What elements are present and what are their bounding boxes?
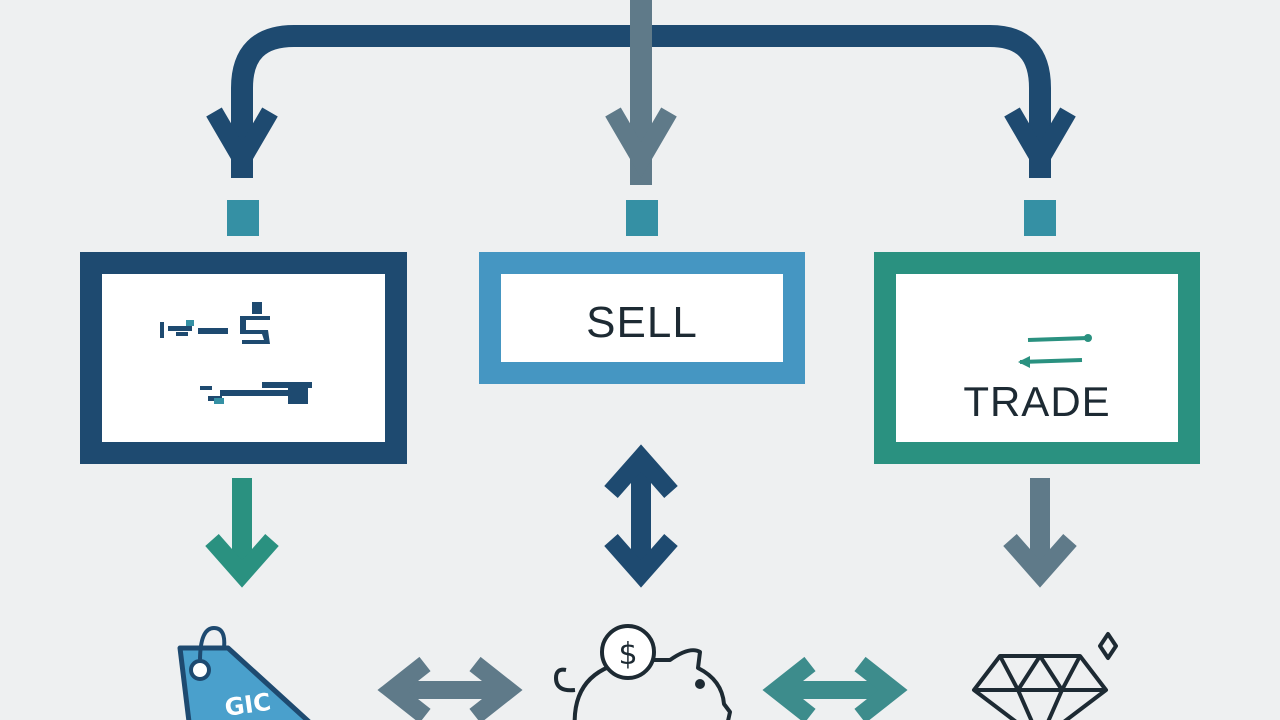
sell-box: SELL [479, 252, 805, 384]
arrowhead-middle-down [605, 107, 677, 178]
double-arrow-right [762, 656, 908, 720]
arrow-down-left [205, 478, 279, 588]
arrow-updown-middle [604, 444, 678, 588]
connector-square-right [1024, 200, 1056, 236]
left-option-box [80, 252, 407, 464]
coin-symbol: $ [618, 637, 637, 672]
connector-square-middle [626, 200, 658, 236]
trade-box: TRADE [874, 252, 1200, 464]
piggy-bank-icon: $ [554, 624, 732, 720]
sparkle-icon [1098, 632, 1118, 660]
connector-square-left [227, 200, 259, 236]
trade-label: TRADE [963, 378, 1111, 425]
coin-icon [600, 624, 656, 680]
double-arrow-left [377, 656, 523, 720]
arrowhead-right-down [1004, 107, 1076, 178]
price-tag-icon: GIC [177, 625, 311, 720]
price-tag-text: GIC [223, 688, 273, 720]
diamond-icon [972, 632, 1118, 720]
arrow-down-right [1003, 478, 1077, 588]
sell-label: SELL [586, 298, 698, 347]
illegible-glyphs [160, 302, 312, 404]
arrowhead-left-down [206, 107, 278, 178]
exchange-arrows-icon [1018, 334, 1092, 368]
